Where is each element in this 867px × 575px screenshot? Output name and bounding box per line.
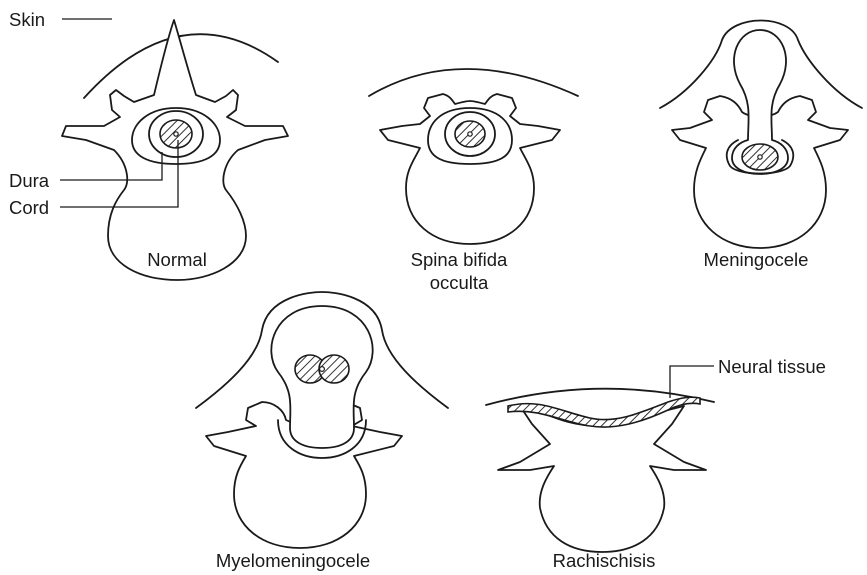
central-canal — [174, 132, 178, 136]
skin-curve — [369, 69, 578, 96]
neural-tissue-leader — [670, 366, 714, 398]
dura-label: Dura — [9, 170, 50, 191]
caption-normal: Normal — [147, 249, 207, 270]
neural-tissue-label: Neural tissue — [718, 356, 826, 377]
central-canal — [320, 367, 325, 372]
panel-rachischisis: Neural tissue Rachischisis — [486, 356, 826, 571]
caption-myelomeningocele: Myelomeningocele — [216, 550, 370, 571]
caption-spina-bifida-line2: occulta — [430, 272, 489, 293]
caption-rachischisis: Rachischisis — [553, 550, 656, 571]
panel-spina-bifida-occulta: Spina bifida occulta — [369, 69, 578, 293]
panel-myelomeningocele: Myelomeningocele — [196, 292, 448, 571]
panel-normal: Skin Dura Cord Normal — [9, 9, 288, 280]
caption-spina-bifida-line1: Spina bifida — [411, 249, 508, 270]
vertebra-outline — [498, 406, 706, 552]
central-canal — [468, 132, 472, 136]
cord-label: Cord — [9, 197, 49, 218]
panel-meningocele: Meningocele — [660, 21, 862, 271]
central-canal — [758, 155, 762, 159]
caption-meningocele: Meningocele — [704, 249, 809, 270]
skin-label: Skin — [9, 9, 45, 30]
